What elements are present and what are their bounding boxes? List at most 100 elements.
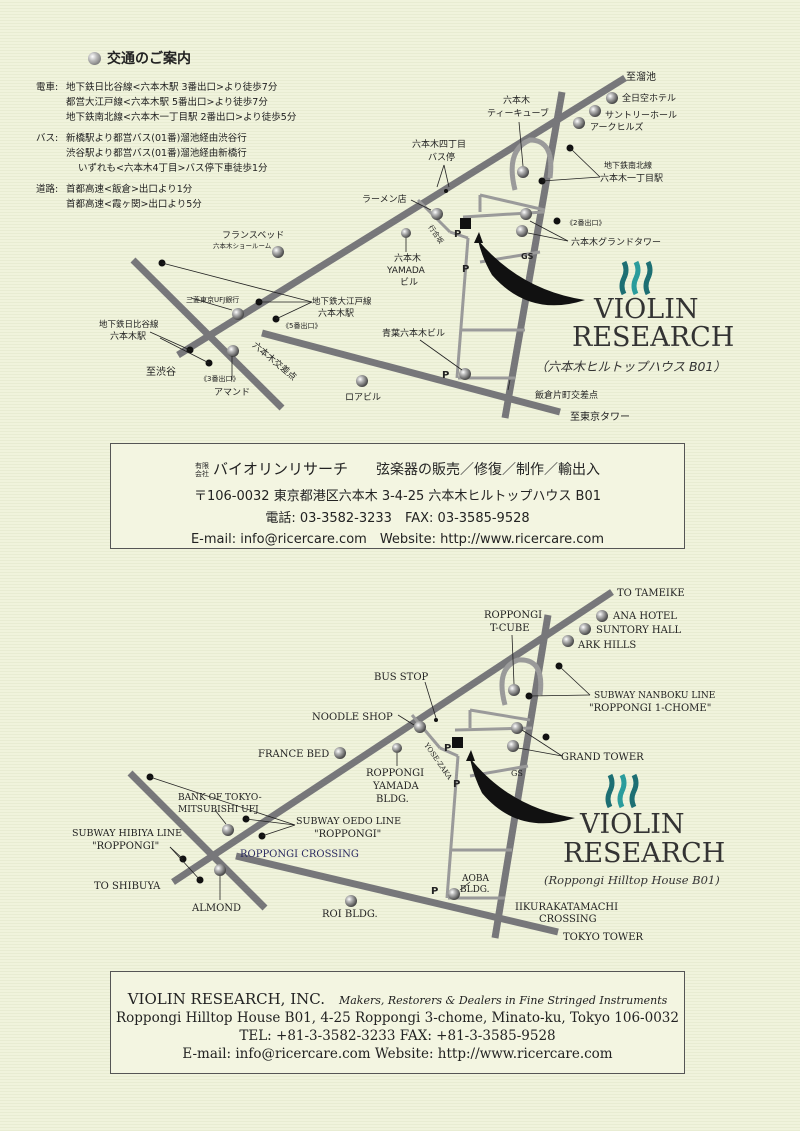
label-tameike: 至溜池 (626, 70, 656, 83)
access-category-bus: バス: (36, 133, 59, 144)
marker-ana-hotel (606, 92, 618, 104)
tagline-en: Makers, Restorers & Dealers in Fine Stri… (338, 994, 668, 1007)
label-bus-stop-2: バス停 (428, 151, 455, 163)
road-roppongi-dori (171, 589, 614, 885)
business-jp: 弦楽器の販売／修復／制作／輸出入 (376, 462, 600, 478)
label-ufj-1: BANK OF TOKYO- (178, 793, 262, 803)
label-nanboku-1: 地下鉄南北線 (604, 160, 652, 170)
access-line: 地下鉄南北線<六本木一丁目駅 2番出口>より徒歩5分 (66, 112, 297, 123)
label-parking: P (444, 743, 451, 754)
label-parking: P (462, 264, 469, 275)
marker-roi (356, 375, 368, 387)
logo-arrow-icon (474, 232, 483, 243)
label-gs: GS (511, 769, 523, 778)
info-box-japanese: 有限会社バイオリンリサーチ弦楽器の販売／修復／制作／輸出入 〒106-0032 … (110, 443, 685, 549)
road-tcube-loop (499, 657, 544, 706)
access-line: 新橋駅より都営バス(01番)溜池経由渋谷行 (66, 133, 247, 144)
logo-swoosh (478, 240, 585, 306)
logo-text-research: RESEARCH (563, 838, 725, 869)
label-france-bed-2: 六本木ショールーム (213, 241, 272, 250)
label-parking: P (442, 370, 449, 381)
label-parking: P (431, 886, 438, 897)
label-iikura-2: CROSSING (539, 914, 597, 925)
label-oedo-2: 六本木駅 (318, 307, 354, 319)
label-crossing: 六本木交差点 (250, 339, 299, 383)
building-markers (214, 610, 608, 907)
access-title: 交通のご案内 (88, 48, 191, 68)
phone-en: TEL: +81-3-3582-3233 FAX: +81-3-3585-952… (239, 1028, 556, 1044)
label-ark-hills: ARK HILLS (577, 640, 636, 651)
violin-research-logo: VIOLIN RESEARCH （六本木ヒルトップハウス B01） (474, 232, 734, 374)
label-france-bed-1: フランスベッド (222, 230, 284, 241)
map-english: VIOLIN RESEARCH (Roppongi Hilltop House … (72, 588, 725, 943)
label-ana-hotel: 全日空ホテル (622, 92, 676, 104)
label-nanboku-2: "ROPPONGI 1-CHOME" (589, 703, 711, 714)
label-parking: P (454, 229, 461, 240)
label-aoba-2: BLDG. (460, 885, 490, 895)
logo-text-research: RESEARCH (572, 322, 734, 353)
logo-subtitle: (Roppongi Hilltop House B01) (544, 873, 720, 887)
map-japanese: VIOLIN RESEARCH （六本木ヒルトップハウス B01） (99, 70, 734, 423)
marker-yamada (401, 228, 411, 238)
road-minor (445, 755, 460, 899)
label-yamada-2: YAMADA (372, 781, 420, 792)
label-yamada-2: YAMADA (386, 266, 426, 276)
road-shibuya-cross (127, 770, 268, 911)
logo-strings-icon (619, 260, 653, 296)
access-info: 電車:地下鉄日比谷線<六本木駅 3番出口>より徒歩7分 都営大江戸線<六本木駅 … (36, 80, 296, 212)
label-roi: ROI BLDG. (322, 909, 378, 920)
label-tameike: TO TAMEIKE (617, 588, 685, 599)
label-bus-stop-1: 六本木四丁目 (412, 138, 466, 150)
marker-france-bed (334, 747, 346, 759)
road-roppongi-dori (176, 75, 627, 358)
map-labels: TO TAMEIKE ROPPONGI T-CUBE ANA HOTEL SUN… (72, 588, 715, 943)
label-crossing: ROPPONGI CROSSING (240, 849, 359, 860)
marker-yamada (392, 743, 402, 753)
address-jp: 〒106-0032 東京都港区六本木 3-4-25 六本木ヒルトップハウス B0… (193, 489, 602, 504)
marker-ufj (232, 308, 244, 320)
label-grand-tower: 六本木グランドタワー (571, 236, 661, 248)
corp-type-label: 有限会社 (194, 462, 209, 478)
marker-grand-tower-2 (516, 225, 528, 237)
marker-almond (227, 345, 239, 357)
label-nanboku-2: 六本木一丁目駅 (600, 172, 663, 184)
logo-text-violin: VIOLIN (593, 294, 699, 325)
phone-jp: 電話: 03-3582-3233 FAX: 03-3585-9528 (265, 511, 530, 526)
label-oedo-2: "ROPPONGI" (314, 829, 381, 840)
road-minor (449, 230, 469, 240)
company-name-en: VIOLIN RESEARCH, INC. (127, 990, 325, 1008)
marker-aoba (448, 888, 460, 900)
label-yamada-1: ROPPONGI (366, 768, 424, 779)
leader-lines (149, 121, 601, 391)
marker-tcube (517, 166, 529, 178)
access-line: いずれも<六本木4丁目>バス停下車徒歩1分 (78, 163, 268, 174)
label-iikura-1: IIKURAKATAMACHI (515, 902, 618, 913)
access-title-text: 交通のご案内 (107, 51, 191, 67)
road-minor (455, 237, 470, 379)
marker-ana-hotel (596, 610, 608, 622)
road-minor (439, 746, 459, 758)
road-gaien-higashi (501, 91, 566, 419)
access-category-road: 道路: (36, 184, 59, 195)
label-france-bed: FRANCE BED (258, 749, 329, 760)
label-hibiya-1: SUBWAY HIBIYA LINE (72, 828, 182, 839)
map-roads (127, 589, 614, 939)
label-iikura: 飯倉片町交差点 (535, 389, 598, 401)
label-shibuya: 至渋谷 (146, 365, 176, 378)
label-aoba: 青葉六本木ビル (382, 327, 445, 339)
label-almond: アマンド (214, 388, 250, 398)
violin-research-building-icon (452, 737, 463, 748)
label-ufj-2: MITSUBISHI UFJ (178, 805, 259, 815)
label-noodle: NOODLE SHOP (312, 712, 393, 723)
marker-almond (214, 864, 226, 876)
logo-swoosh (470, 758, 575, 824)
road-tcube-loop (509, 137, 554, 191)
road-shibuya-cross (130, 257, 285, 411)
access-line: 首都高速<飯倉>出口より1分 (66, 184, 193, 195)
road-to-tokyo-tower (235, 852, 559, 936)
label-roi: ロアビル (345, 392, 381, 403)
access-line: 地下鉄日比谷線<六本木駅 3番出口>より徒歩7分 (66, 82, 278, 93)
road-minor (479, 193, 546, 212)
label-parking: P (453, 779, 460, 790)
access-line: 都営大江戸線<六本木駅 5番出口>より徒歩7分 (66, 97, 268, 108)
